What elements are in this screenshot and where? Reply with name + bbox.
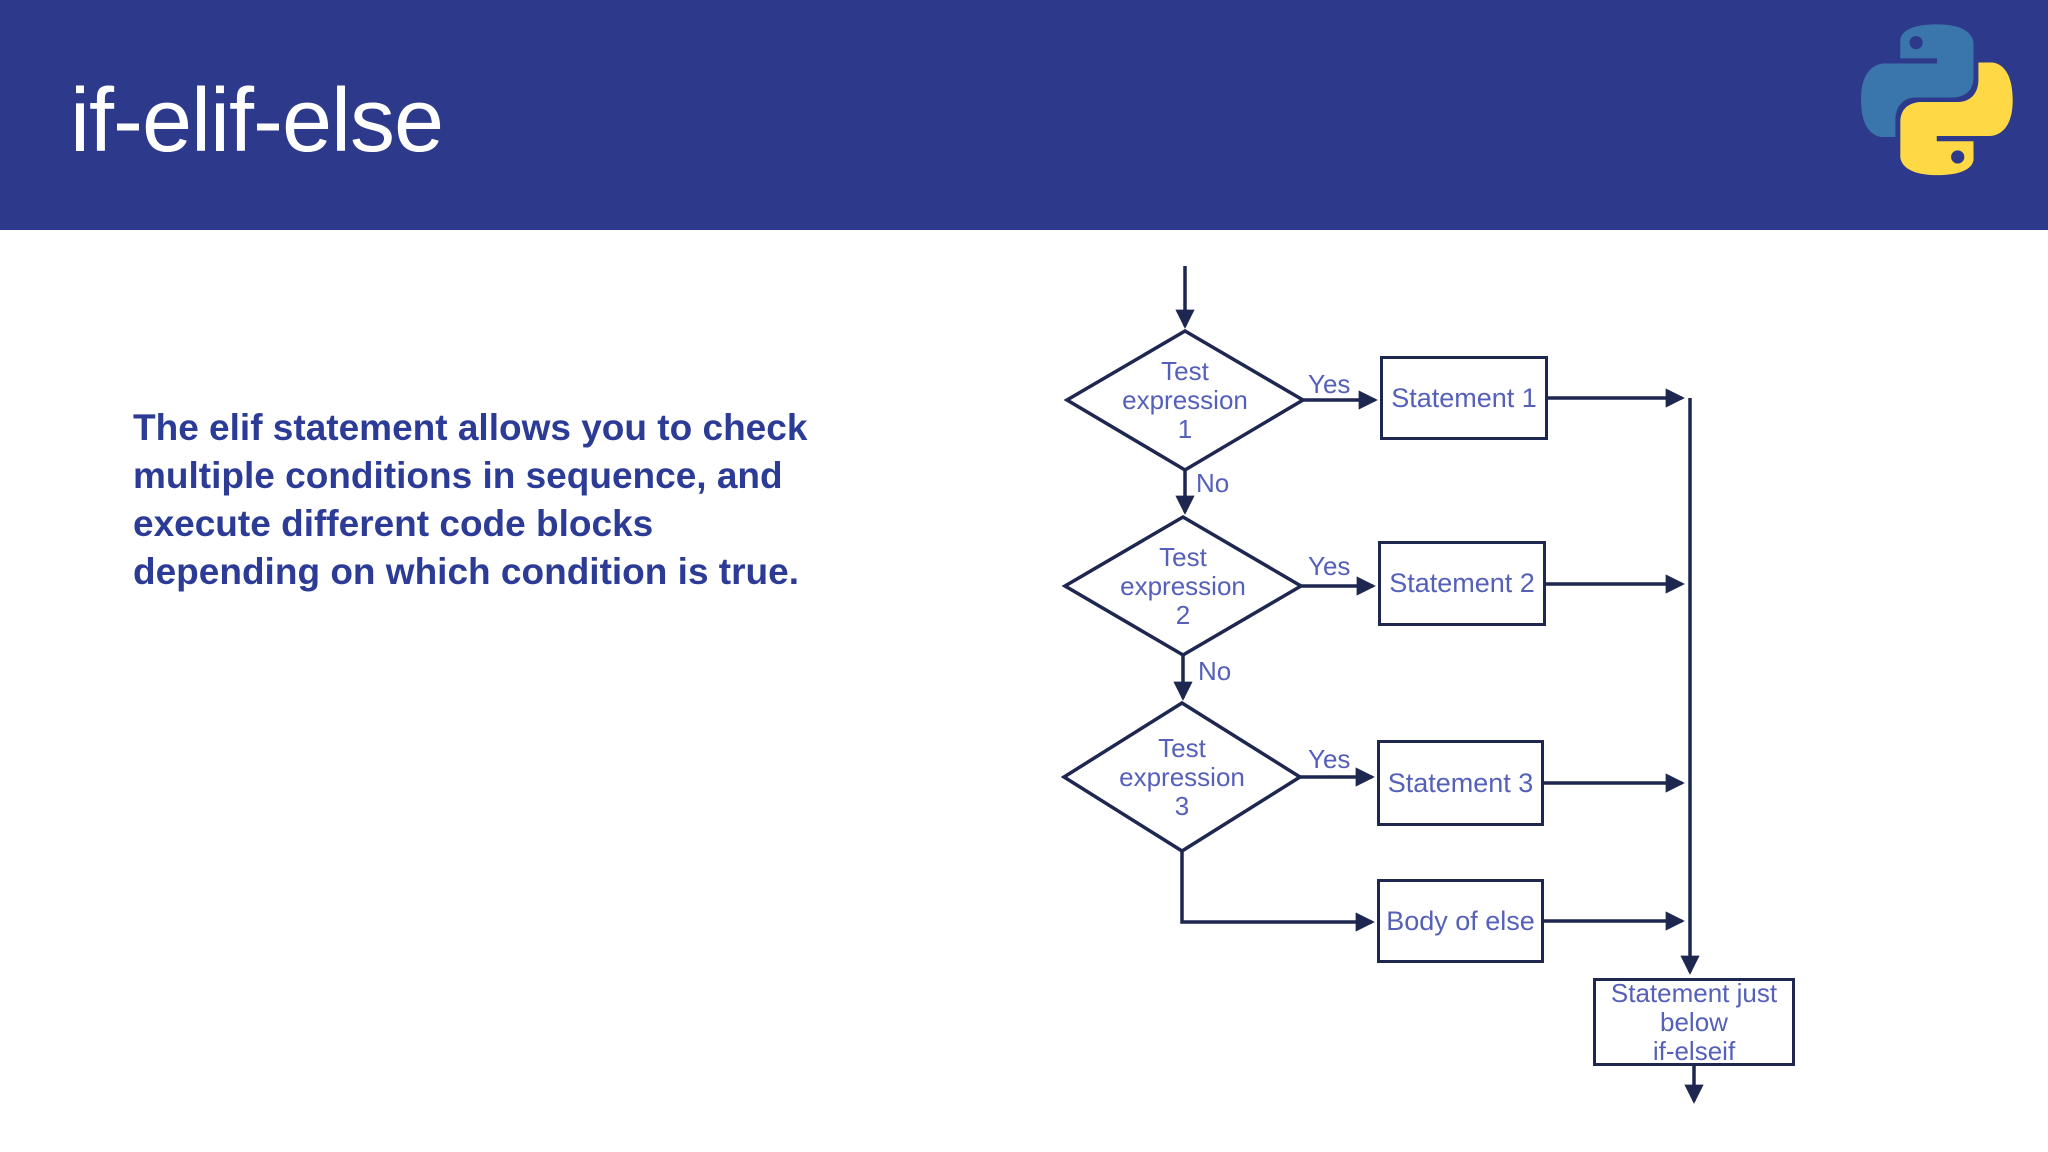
box-statement-below-if-elseif: Statement just below if-elseif: [1593, 978, 1795, 1066]
diamond-label-test-expression-2: Test expression 2: [1120, 542, 1246, 630]
box-statement-3: Statement 3: [1377, 740, 1544, 826]
edge-label-yes-3: Yes: [1308, 744, 1351, 774]
diamond-label-test-expression-1: Test expression 1: [1122, 356, 1248, 444]
python-logo-blue-snake: [1861, 24, 1974, 138]
page-title: if-elif-else: [70, 71, 444, 171]
python-logo-icon: [1861, 24, 2013, 176]
description-text: The elif statement allows you to check m…: [133, 407, 808, 592]
arrow-else-path: [1180, 851, 1375, 932]
edge-label-yes-2: Yes: [1308, 551, 1351, 581]
box-body-of-else: Body of else: [1377, 879, 1544, 963]
header-bar: if-elif-else: [0, 0, 2048, 230]
python-logo-yellow-snake: [1900, 62, 2013, 176]
box-statement-1: Statement 1: [1380, 356, 1548, 440]
edge-label-no-2: No: [1198, 656, 1232, 686]
diamond-label-test-expression-3: Test expression 3: [1119, 733, 1245, 821]
edge-label-yes-1: Yes: [1308, 369, 1351, 399]
edge-label-no-1: No: [1196, 468, 1230, 498]
box-statement-2: Statement 2: [1378, 541, 1546, 626]
